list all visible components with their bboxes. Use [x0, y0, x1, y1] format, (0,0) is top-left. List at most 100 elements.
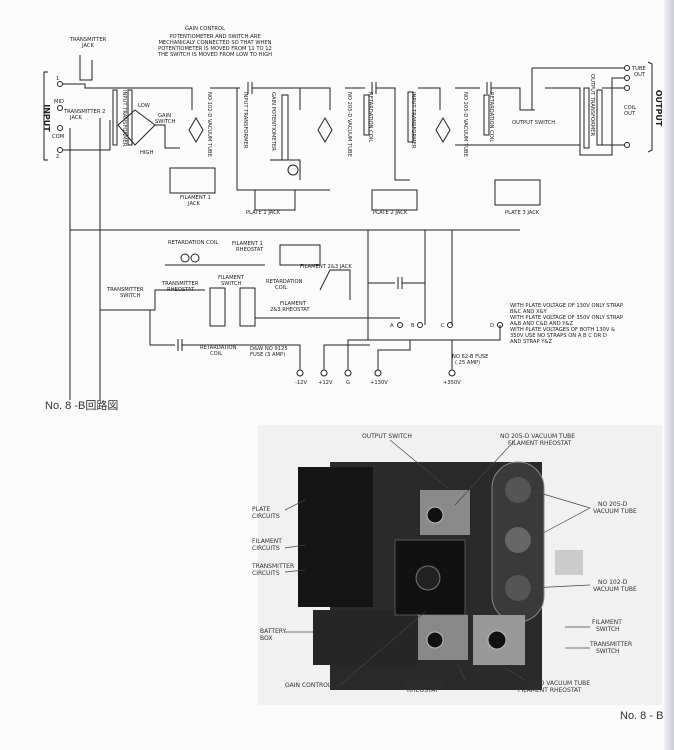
transmitter2-jack-label: TRANSMITTER 2	[63, 109, 105, 115]
filament23-rheostat-label: 2&3 RHEOSTAT	[270, 307, 310, 313]
tube-205d-lower	[505, 527, 531, 553]
tube-102d-label: NO 102-D VACUUM TUBE	[206, 92, 212, 157]
fuse-62b-label: NO 62-B FUSE	[452, 354, 488, 360]
strap-note-line: WITH PLATE VOLTAGES OF BOTH 130V &	[510, 327, 615, 333]
strap-note-line: WITH PLATE VOLTAGE OF 350V ONLY STRAP	[510, 315, 623, 321]
filament-switch-label: FILAMENT	[218, 275, 245, 281]
battery-box	[313, 610, 423, 665]
terminal-plus12v: +12V	[318, 380, 333, 386]
strap-b-label: B	[411, 323, 415, 329]
gain-note-line: POTENTIOMETER AND SWITCH ARE	[169, 34, 260, 40]
tube-205d-upper	[505, 477, 531, 503]
photo-label-102d-tube: NO 102-D	[598, 579, 628, 586]
terminal-g: G	[346, 380, 350, 386]
photo-label-205d-rheostat: NO 205-D VACUUM TUBE	[500, 433, 575, 440]
photo-label-filament-switch: FILAMENT	[592, 619, 622, 626]
gain-note-line: POTENTIOMETER IS MOVED FROM 11 TO 12	[158, 46, 272, 52]
input-transformer-label: INPUT TRANSFORMER	[410, 92, 416, 149]
transmitter-rheostat-label: RHEOSTAT	[167, 287, 195, 293]
filament1-rheostat-label: RHEOSTAT	[236, 247, 264, 253]
retardation-coil-label: RETARDATION COIL	[168, 240, 218, 246]
input-terminal-com: COM	[52, 134, 64, 140]
filament1-jack-label: JACK	[187, 201, 201, 207]
input-terminal-1: 1	[56, 76, 59, 82]
retardation-coil-label: COIL	[275, 285, 287, 291]
transmitter-rheostat-label: TRANSMITTER	[161, 281, 199, 287]
tube-102d	[505, 575, 531, 601]
input-terminal-2: 2	[56, 154, 59, 160]
low-label: LOW	[138, 103, 150, 109]
battery-box-cover	[298, 467, 373, 607]
strap-note-line: A&B AND C&D AND Y&Z	[510, 321, 573, 327]
fuse-9125-label: FUSE (3 AMP)	[250, 352, 285, 358]
schematic-wires	[43, 55, 653, 400]
filament1-jack-label: FILAMENT 1	[180, 195, 211, 201]
coil-out-label: OUT	[624, 111, 636, 117]
filament-switch-label: SWITCH	[221, 281, 241, 287]
transmitter-jack-label: TRANSMITTER	[69, 37, 107, 43]
gain-switch-label: GAIN	[158, 113, 171, 119]
gain-note-line: MECHANICALY CONNECTED SO THAT WHEN	[158, 40, 271, 46]
strap-d-label: D	[490, 323, 494, 329]
transmitter-jack-label: JACK	[81, 43, 95, 49]
photo-label-plate-circuits: PLATE	[252, 506, 270, 513]
photo-label-transmitter-switch: SWITCH	[596, 648, 620, 655]
strap-note-line: AND STRAP Y&Z	[510, 339, 552, 345]
photo-label-battery-box: BOX	[260, 635, 272, 642]
page-binding-edge	[664, 0, 674, 750]
gain-potentiometer-label: GAIN POTENTIOMETER	[270, 92, 276, 151]
retardation-coil-label: RETARDATION COIL	[488, 92, 494, 142]
photo-label-transmitter-switch: TRANSMITTER	[589, 641, 632, 648]
tube-out-label: TUBE	[631, 66, 646, 72]
gain-switch-label: SWITCH	[155, 119, 175, 125]
strap-a-label: A	[390, 323, 394, 329]
terminal-minus12v: -12V	[295, 380, 307, 386]
photo-label-gain-control: GAIN CONTROL	[285, 682, 332, 689]
fuse-62b-label: (.25 AMP)	[455, 360, 480, 366]
photo-label-102d-rheostat: FILAMENT RHEOSTAT	[518, 687, 582, 694]
transmitter2-jack-label: JACK	[69, 115, 83, 121]
strap-c-label: C	[441, 323, 445, 329]
photo-label-205d-tube: NO 205-D	[598, 501, 628, 508]
tube-out-label: OUT	[634, 72, 646, 78]
terminal-plus130v: +130V	[370, 380, 388, 386]
gain-knob	[415, 565, 441, 591]
plate1-jack-label: PLATE 1 JACK	[246, 210, 281, 216]
input-transformer-label: INPUT TRANSFORMER	[121, 90, 127, 147]
photo-label-output-switch: OUTPUT SWITCH	[362, 433, 412, 440]
transmitter-switch-label: SWITCH	[120, 293, 140, 299]
circuit-schematic: GAIN CONTROL POTENTIOMETER AND SWITCH AR…	[42, 26, 663, 400]
schematic-caption: No. 8 -B回路図	[45, 400, 119, 412]
strap-note-line: 350V USE NO STRAPS ON A B C OR D	[510, 333, 607, 339]
gain-control-title: GAIN CONTROL	[185, 26, 225, 32]
photo-label-transmitter-rheostat: RHEOSTAT	[407, 687, 439, 694]
input-transformer-label: INPUT TRANSFORMER	[242, 92, 248, 149]
photo-label-plate-circuits: CIRCUITS	[252, 513, 280, 520]
photo-label-transmitter-circuits: CIRCUITS	[252, 570, 280, 577]
output-transformer-label: OUTPUT TRANSFORMER	[589, 74, 595, 137]
strap-note-line: B&C AND X&Y	[510, 309, 548, 315]
filament1-rheostat-label: FILAMENT 1	[232, 241, 263, 247]
plate3-jack-label: PLATE 3 JACK	[505, 210, 540, 216]
input-terminal-mid: MID	[54, 99, 64, 105]
terminal-plus350v: +350V	[443, 380, 461, 386]
photo-label-battery-box: BATTERY	[260, 628, 287, 635]
nameplate	[555, 550, 583, 575]
photo-caption: No. 8 - B	[620, 710, 664, 722]
photo-label-filament-circuits: CIRCUITS	[252, 545, 280, 552]
strap-note-line: WITH PLATE VOLTAGE OF 130V ONLY STRAP	[510, 303, 623, 309]
photo-label-205d-tube: VACUUM TUBE	[593, 508, 637, 515]
output-label: OUTPUT	[654, 90, 663, 127]
photo-label-transmitter-circuits: TRANSMITTER	[251, 563, 294, 570]
retardation-coil-label: RETARDATION COIL	[367, 92, 373, 142]
plate2-jack-label: PLATE 2 JACK	[373, 210, 408, 216]
filament23-rheostat-label: FILAMENT	[280, 301, 307, 307]
photo-label-102d-tube: VACUUM TUBE	[593, 586, 637, 593]
transmitter-switch-label: TRANSMITTER	[106, 287, 144, 293]
photo-label-205d-rheostat: FILAMENT RHEOSTAT	[508, 440, 572, 447]
input-label: INPUT	[42, 104, 51, 132]
tube-205d-label: NO 205-D VACUUM TUBE	[346, 92, 352, 157]
high-label: HIGH	[140, 150, 153, 156]
photo-label-filament-circuits: FILAMENT	[252, 538, 282, 545]
